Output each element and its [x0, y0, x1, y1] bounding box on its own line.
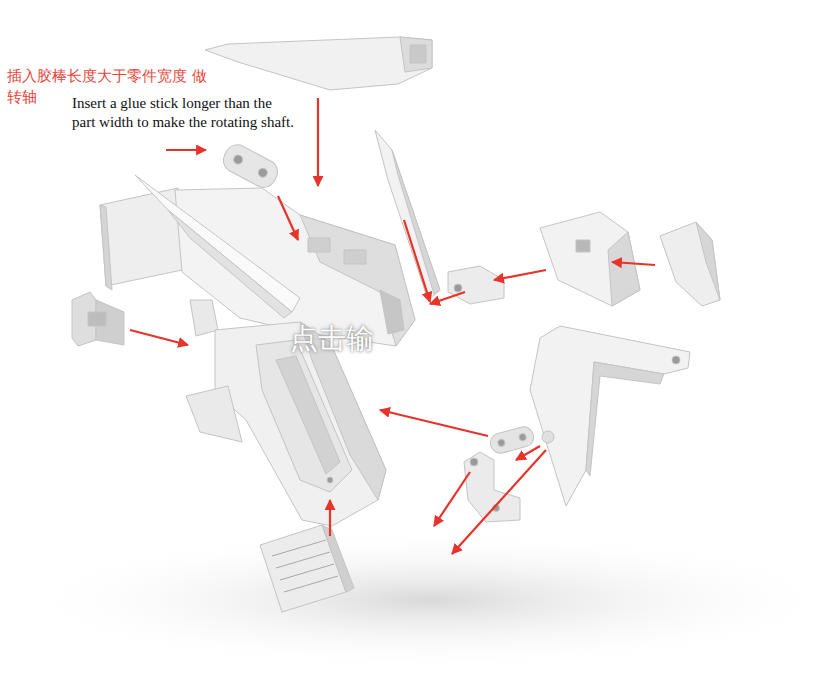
parts — [72, 37, 720, 612]
ground-shadow — [10, 530, 836, 670]
assembly-arrows — [130, 98, 655, 554]
instruction-note-en: Insert a glue stick longer than the part… — [72, 94, 412, 132]
watermark: 点击输 — [290, 322, 374, 356]
